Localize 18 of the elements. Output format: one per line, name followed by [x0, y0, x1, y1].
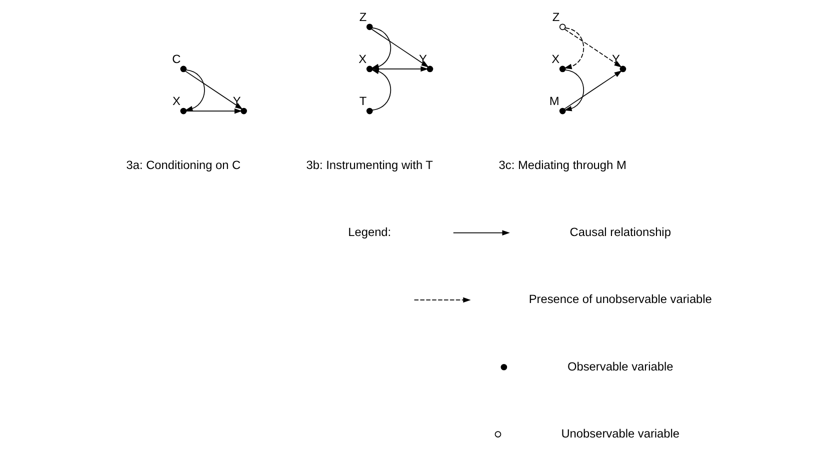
- node-label: Z: [358, 10, 366, 24]
- node-label: Z: [552, 10, 560, 24]
- node-label: M: [548, 94, 559, 108]
- legend-label: Observable variable: [567, 359, 673, 374]
- node-label: Y: [611, 52, 620, 66]
- label: 3c: Mediating through M: [498, 158, 626, 172]
- label: 3b: Instrumenting with T: [306, 158, 432, 172]
- node-label: C: [172, 52, 180, 66]
- node-label: X: [172, 94, 180, 108]
- legend-label: Presence of unobservable variable: [528, 292, 712, 306]
- node-label: T: [358, 94, 366, 108]
- node-label: Y: [418, 52, 426, 66]
- node-label: X: [358, 52, 366, 66]
- label: 3a: Conditioning on C: [126, 158, 240, 172]
- node-label: X: [551, 52, 560, 66]
- legend-label: Causal relationship: [569, 224, 670, 239]
- label: Legend:: [348, 224, 391, 239]
- legend-label: Unobservable variable: [560, 426, 680, 440]
